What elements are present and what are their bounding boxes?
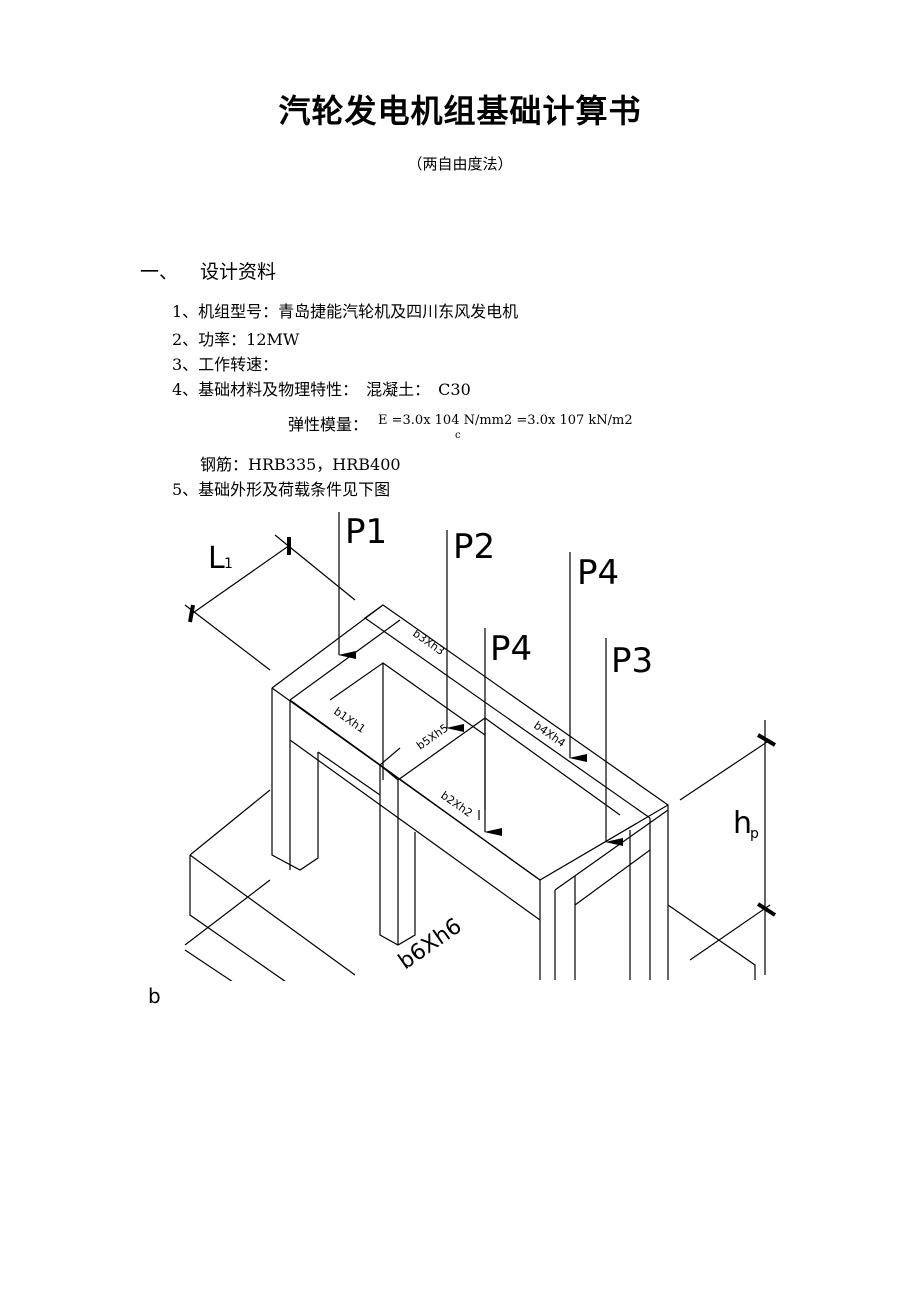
dim-l-label: L bbox=[208, 541, 225, 576]
page-subtitle: （两自由度法） bbox=[407, 155, 513, 173]
load-label: P1 bbox=[345, 512, 387, 552]
load-label: P3 bbox=[611, 641, 653, 681]
figure-labels: P1 P2 P4 P4 P3 L 1 h p b1Xh1 b2Xh2 b3Xh3… bbox=[208, 512, 759, 975]
list-item: 4、基础材料及物理特性： 混凝土： C30 bbox=[172, 380, 471, 399]
load-arrows bbox=[338, 512, 623, 846]
modulus-subscript: c bbox=[455, 430, 461, 441]
beam-label: b1Xh1 bbox=[331, 705, 368, 736]
list-item: 1、机组型号：青岛捷能汽轮机及四川东风发电机 bbox=[172, 302, 519, 321]
load-label: P2 bbox=[453, 527, 495, 567]
frame-lines bbox=[184, 534, 771, 1061]
rebar-line: 钢筋：HRB335，HRB400 bbox=[200, 455, 401, 474]
beam-label: b5Xh5 bbox=[414, 721, 451, 752]
page-title: 汽轮发电机组基础计算书 bbox=[278, 92, 642, 130]
modulus-label: 弹性模量： bbox=[288, 415, 369, 434]
base-label: b6Xh6 bbox=[394, 914, 466, 975]
dim-l-sub: 1 bbox=[224, 556, 233, 572]
beam-label: b4Xh4 bbox=[531, 719, 568, 750]
list-item: 3、工作转速： bbox=[172, 355, 279, 374]
dim-hp-sub: p bbox=[750, 826, 759, 842]
beam-label: b2Xh2 bbox=[438, 789, 475, 820]
cut-label: b bbox=[148, 984, 161, 1008]
load-label: P4 bbox=[490, 629, 532, 669]
list-item: 5、基础外形及荷载条件见下图 bbox=[172, 480, 391, 499]
dim-hp-label: h bbox=[733, 806, 752, 841]
dimension-ticks bbox=[188, 537, 777, 917]
load-label: P4 bbox=[577, 553, 619, 593]
list-item: 2、功率：12MW bbox=[172, 330, 300, 349]
section-number: 一、 bbox=[140, 261, 179, 283]
modulus-formula: E =3.0x 104 N/mm2 =3.0x 107 kN/m2 bbox=[378, 413, 633, 428]
section-heading: 设计资料 bbox=[200, 261, 277, 283]
